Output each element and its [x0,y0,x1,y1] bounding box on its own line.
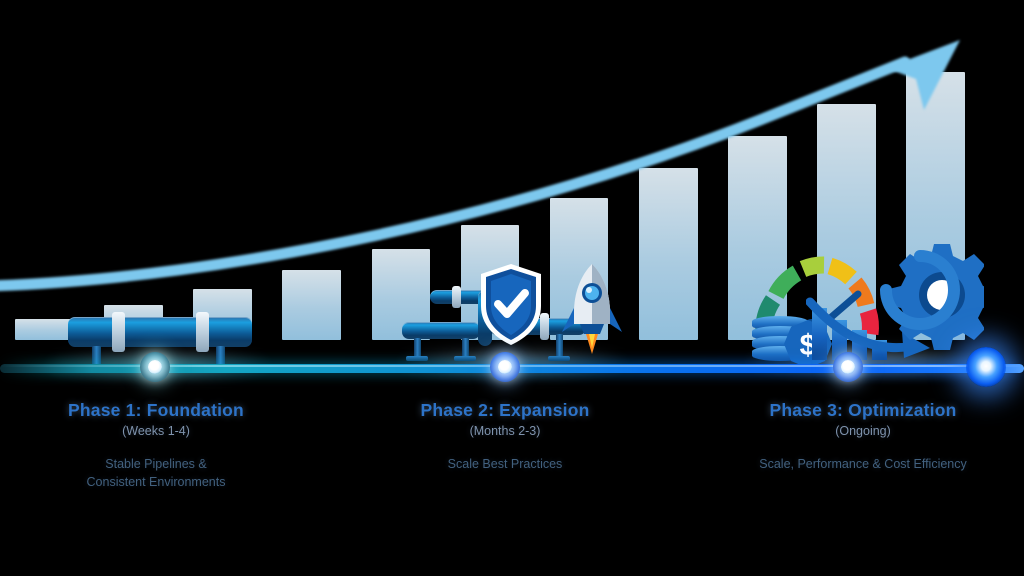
phase-3-description-line-1: Scale, Performance & Cost Efficiency [759,457,967,471]
node-core [148,360,162,374]
gear-icon [880,244,984,350]
phase-1-description-line-2: Consistent Environments [86,475,226,489]
timeline-node-terminus[interactable] [966,347,1006,387]
shield-check-icon [481,264,541,345]
phase-1-subtitle: (Weeks 1-4) [122,424,190,438]
phase-1-description: Stable Pipelines & Consistent Environmen… [35,455,277,491]
phase-2-description: Scale Best Practices [390,455,620,473]
phase-2-description-line-1: Scale Best Practices [447,457,563,471]
timeline-node-phase-1[interactable] [127,339,183,395]
background-bar [638,168,698,340]
timeline-node-phase-3[interactable] [820,339,876,395]
node-core [498,360,512,374]
phase-1-caption: Phase 1: Foundation (Weeks 1-4) Stable P… [35,400,277,491]
phase-2-subtitle: (Months 2-3) [469,424,541,438]
phase-3-subtitle: (Ongoing) [835,424,891,438]
phase-2-caption: Phase 2: Expansion (Months 2-3) Scale Be… [390,400,620,473]
phase-1-title: Phase 1: Foundation [68,400,244,420]
phase-3-caption: Phase 3: Optimization (Ongoing) Scale, P… [730,400,996,473]
phase-3-title: Phase 3: Optimization [769,400,957,420]
phase-1-description-line-1: Stable Pipelines & [105,457,207,471]
background-bar [15,318,74,340]
background-bar [282,270,342,340]
timeline-node-phase-2[interactable] [477,339,533,395]
phase-3-description: Scale, Performance & Cost Efficiency [730,455,996,473]
node-core [841,360,855,374]
rocket-icon [562,264,622,354]
phase-2-title: Phase 2: Expansion [420,400,590,420]
